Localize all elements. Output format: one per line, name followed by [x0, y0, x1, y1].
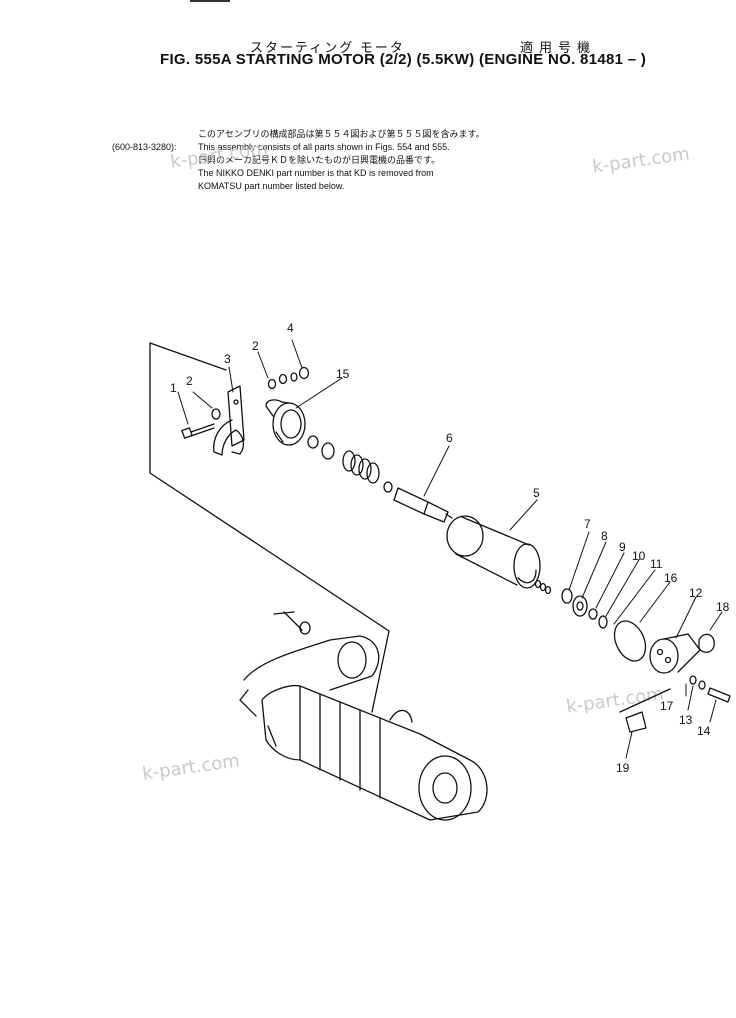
- part-15-housing: [265, 399, 306, 446]
- callout-label: 14: [697, 724, 711, 738]
- callout-label: 5: [533, 486, 540, 500]
- callout-label: 19: [616, 761, 630, 775]
- callout-numbers: 1 2 3 2 4 15 6 5 7 8 9 10 11 16 12 18 17…: [170, 321, 730, 775]
- part-16-oring: [613, 620, 647, 662]
- callout-label: 7: [584, 517, 591, 531]
- note-jp-1: このアセンブリの構成部品は第５５４図および第５５５図を含みます。: [198, 129, 485, 139]
- callout-label: 13: [679, 713, 693, 727]
- callout-label: 12: [689, 586, 703, 600]
- reference-part-number: (600-813-3280):: [112, 142, 177, 152]
- parts-7-11-washers: [561, 588, 608, 629]
- note-en-2: The NIKKO DENKI part number is that KD i…: [198, 168, 434, 178]
- callout-label: 11: [650, 557, 663, 571]
- callout-label: 18: [716, 600, 730, 614]
- small-spring: [534, 579, 552, 595]
- callout-label: 17: [660, 699, 674, 713]
- japanese-applies-label: 適用号機: [520, 40, 597, 55]
- part-1-bolt: [181, 423, 215, 439]
- callout-label: 3: [224, 352, 231, 366]
- callout-label: 1: [170, 381, 177, 395]
- japanese-title: スターティング モータ: [250, 40, 405, 55]
- callout-label: 9: [619, 540, 626, 554]
- part-12-end-cover: [649, 633, 701, 674]
- figure-title: FIG. 555A STARTING MOTOR (2/2) (5.5KW) (…: [160, 51, 647, 68]
- part-3-lever: [213, 385, 245, 456]
- part-6-plunger: [393, 487, 453, 523]
- part-4-nut: [290, 366, 310, 382]
- callout-label: 16: [664, 571, 678, 585]
- part-5-case: [446, 515, 541, 589]
- assembled-starting-motor: [239, 611, 488, 821]
- callout-leaders: [177, 339, 723, 759]
- note-jp-2: 日興のメーカ記号ＫＤを除いたものが日興電機の品番です。: [198, 155, 441, 165]
- part-19-cap: [619, 688, 671, 733]
- callout-label: 4: [287, 321, 294, 335]
- clutch-spring-set: [307, 435, 393, 493]
- note-en-3: KOMATSU part number listed below.: [198, 181, 345, 191]
- callout-label: 2: [252, 339, 259, 353]
- parts-13-14-bolt: [689, 675, 731, 703]
- callout-label: 15: [336, 367, 350, 381]
- part-2-washer: [211, 373, 288, 420]
- callout-label: 8: [601, 529, 608, 543]
- note-en-1: (600-813-3280):This assembly consists of…: [112, 142, 450, 152]
- part-18-boot: [698, 633, 715, 653]
- assembly-outline: [149, 342, 390, 713]
- assembly-notes: このアセンブリの構成部品は第５５４図および第５５５図を含みます。 (600-81…: [112, 128, 485, 193]
- callout-label: 6: [446, 431, 453, 445]
- callout-label: 2: [186, 374, 193, 388]
- scan-mark: [190, 0, 230, 2]
- callout-label: 10: [632, 549, 646, 563]
